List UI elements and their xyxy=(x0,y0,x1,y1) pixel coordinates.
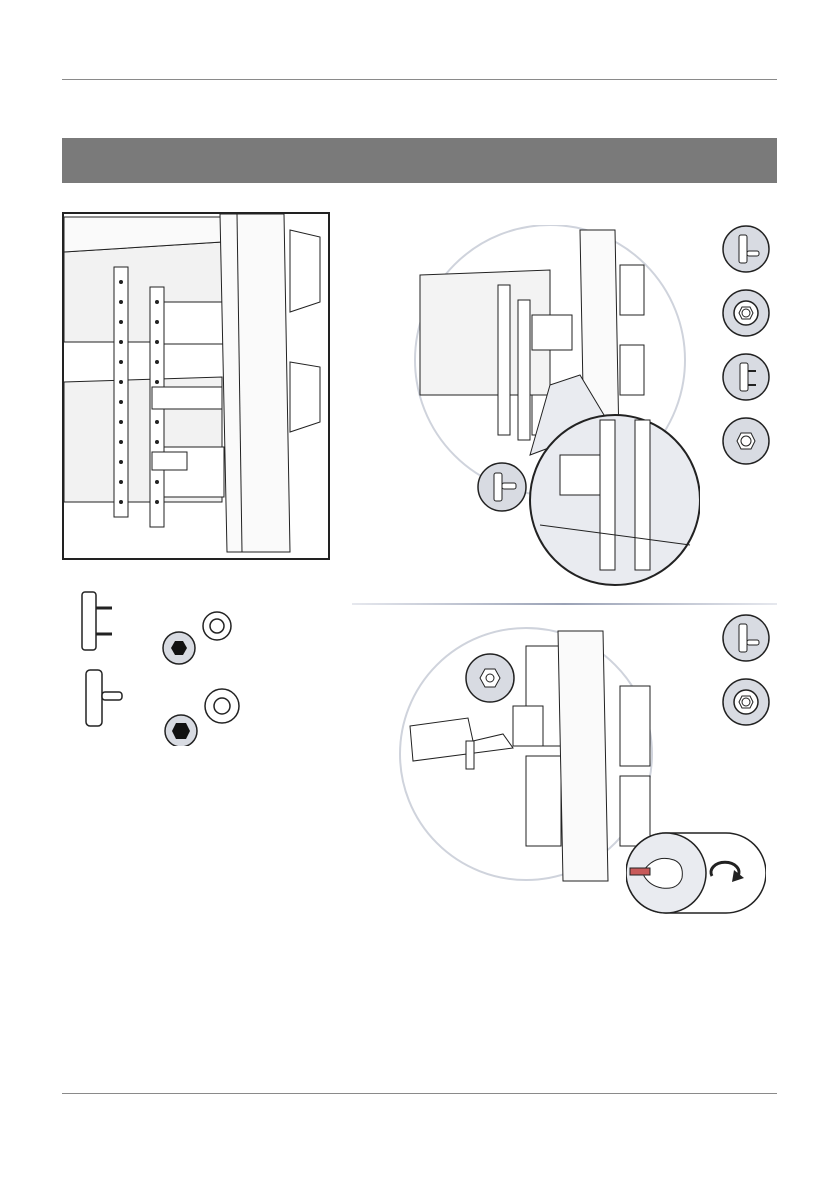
parts-list xyxy=(78,586,248,746)
flange-nut-icon xyxy=(722,289,770,337)
step2-detail-illustration xyxy=(398,626,658,886)
overview-illustration xyxy=(62,212,330,560)
joining-plate-icon xyxy=(722,614,770,662)
footer-rule xyxy=(62,1093,777,1094)
joining-plate-icon xyxy=(722,353,770,401)
hand-tighten-illustration xyxy=(626,832,766,914)
flange-nut-icon xyxy=(722,417,770,465)
double-pin-plate-icon xyxy=(82,592,112,650)
joining-plate-icon xyxy=(722,225,770,273)
step1-detail-illustration xyxy=(410,225,700,595)
step-divider xyxy=(352,603,777,605)
flange-nut-icon xyxy=(722,678,770,726)
header-rule xyxy=(62,79,777,80)
single-pin-plate-icon xyxy=(86,670,122,726)
section-banner xyxy=(62,138,777,183)
